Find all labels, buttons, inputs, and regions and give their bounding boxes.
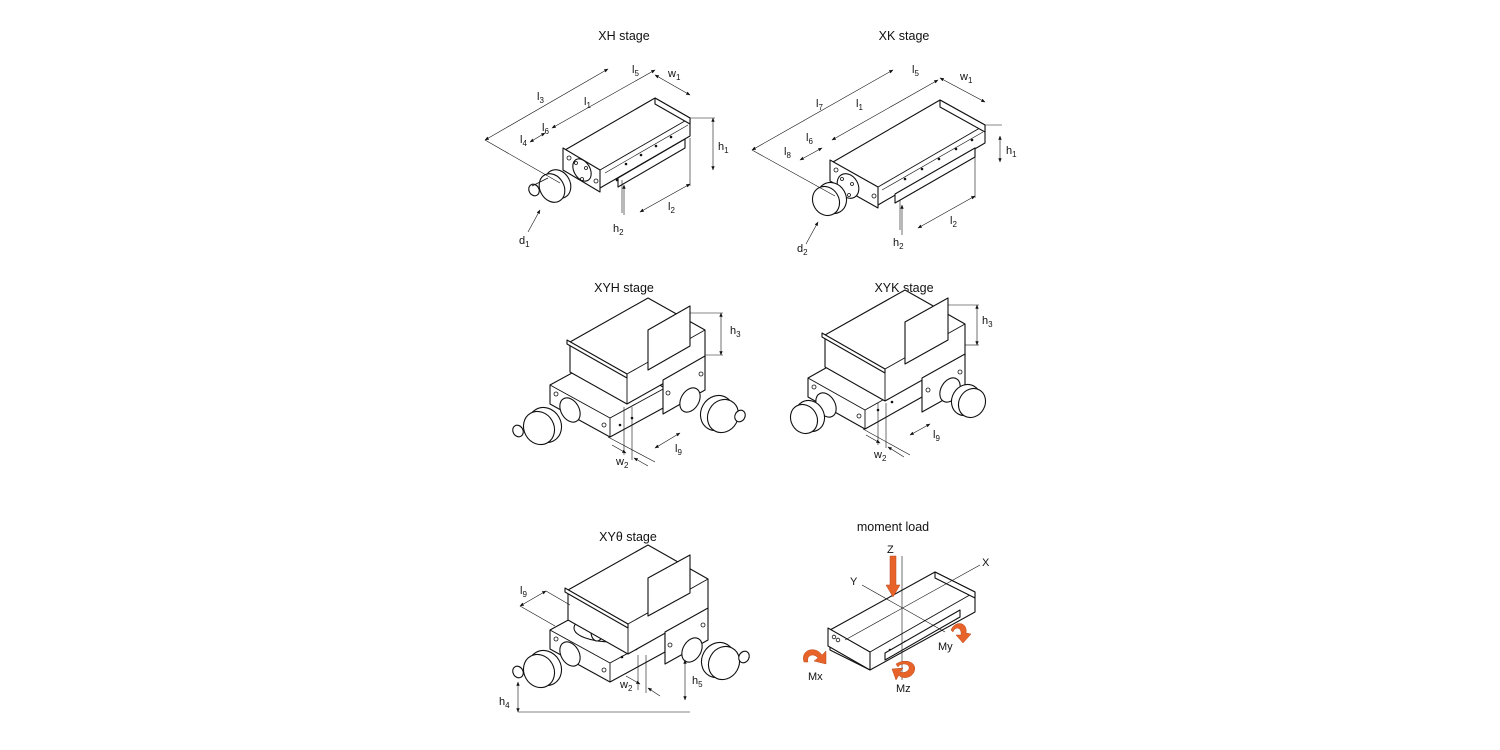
dim-l2: l2 — [668, 201, 675, 215]
xytheta-stage-drawing — [512, 544, 750, 713]
dim-w2: w2 — [619, 679, 633, 693]
dim-h1: h1 — [1006, 145, 1017, 159]
dim-l4: l4 — [520, 134, 527, 148]
dim-d2: d2 — [797, 243, 808, 257]
dim-w1: w1 — [959, 71, 973, 85]
dim-l6: l6 — [806, 132, 813, 146]
dim-l3: l3 — [537, 91, 544, 105]
dim-l5: l5 — [912, 64, 919, 78]
dim-d1: d1 — [519, 235, 530, 249]
panel-xyh-stage: XYH stage — [512, 281, 746, 470]
dim-w2: w2 — [615, 456, 629, 470]
dim-l9: l9 — [933, 429, 940, 443]
dim-h3: h3 — [982, 315, 993, 329]
dim-l5: l5 — [632, 64, 639, 78]
dim-l1: l1 — [856, 98, 863, 112]
panel-xyk-stage: XYK stage — [789, 281, 993, 463]
panel-title-xk: XK stage — [879, 29, 930, 43]
axis-label-z: Z — [887, 544, 894, 556]
dim-w1: w1 — [667, 68, 681, 82]
dim-l9: l9 — [675, 443, 682, 457]
moment-label-mx: Mx — [808, 671, 823, 683]
dim-h2: h2 — [613, 223, 624, 237]
xh-stage-drawing — [484, 68, 715, 233]
panel-title-xytheta: XYθ stage — [599, 530, 657, 544]
xk-stage-drawing — [751, 69, 1002, 245]
panel-moment-load: moment load Z Y X Mx My Mz — [803, 520, 990, 695]
panel-title-moment: moment load — [857, 520, 929, 534]
moment-arrow-my — [950, 623, 972, 644]
moment-load-drawing — [803, 555, 981, 681]
dim-l6: l6 — [542, 122, 549, 136]
dim-l8: l8 — [784, 146, 791, 160]
axis-label-y: Y — [850, 576, 858, 588]
xyk-stage-drawing — [789, 289, 987, 458]
moment-arrow-mx — [803, 649, 827, 665]
moment-label-my: My — [938, 641, 953, 653]
panel-xytheta-stage: XYθ stage — [499, 530, 750, 713]
dim-h4: h4 — [499, 696, 510, 710]
panel-title-xyh: XYH stage — [594, 281, 654, 295]
panel-xh-stage: XH stage — [484, 29, 729, 249]
panel-title-xh: XH stage — [598, 29, 649, 43]
panel-xk-stage: XK stage — [751, 29, 1017, 257]
dim-l9: l9 — [520, 585, 527, 599]
dim-h2: h2 — [893, 237, 904, 251]
dim-l2: l2 — [950, 215, 957, 229]
moment-arrow-mz — [891, 661, 915, 681]
axis-label-x: X — [982, 557, 990, 569]
dim-w2: w2 — [873, 449, 887, 463]
dim-l7: l7 — [816, 98, 823, 112]
moment-label-mz: Mz — [896, 683, 911, 695]
force-arrow-z — [885, 555, 901, 598]
dim-l1: l1 — [584, 96, 591, 110]
dim-h3: h3 — [730, 325, 741, 339]
xyh-stage-drawing — [512, 297, 746, 467]
dim-h5: h5 — [692, 675, 703, 689]
dim-h1: h1 — [718, 141, 729, 155]
panel-title-xyk: XYK stage — [874, 281, 933, 295]
